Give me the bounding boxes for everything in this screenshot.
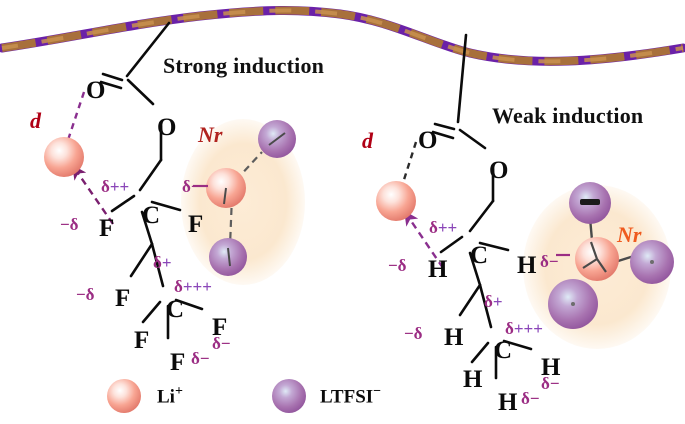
legend-item-li: Li+ [157, 384, 183, 408]
charge-label: δ+ [153, 253, 172, 272]
charge-label: δ+++ [174, 277, 212, 296]
legend-ltfsi-charge: − [373, 384, 382, 399]
charge-label: δ− [182, 177, 201, 196]
legend-ltfsi-label: LTFSI [320, 386, 374, 408]
left-nr-label: Nr [198, 122, 223, 147]
heading-weak-induction: Weak induction [492, 103, 644, 128]
charge-label: −δ [76, 285, 95, 304]
atom-label: O [86, 77, 106, 104]
legend-item-ltfsi: LTFSI− [320, 384, 382, 408]
atom-label: H [498, 389, 518, 416]
atom-label: O [418, 127, 438, 154]
atom-label: H [541, 354, 561, 381]
atom-label: C [494, 337, 513, 364]
right-ion-cluster [548, 182, 674, 329]
right-nr-label: Nr [617, 222, 642, 247]
atom-label: O [157, 114, 177, 141]
charge-label: δ− [521, 389, 540, 408]
charge-label: δ− [212, 334, 231, 353]
legend-ltfsi-sphere [272, 379, 306, 413]
right-molecule-bonds [431, 33, 533, 380]
left-d-label: d [30, 108, 41, 133]
atom-label: F [170, 349, 186, 376]
right-d-label: d [362, 128, 373, 153]
legend-li-sphere [107, 379, 141, 413]
left-ion-cluster [193, 120, 296, 276]
legend-li-label: Li [157, 386, 175, 408]
atom-label: O [489, 157, 509, 184]
minus-sign [580, 199, 600, 205]
left-hydrogen-bond-dashes [66, 91, 86, 141]
right-hydrogen-bond-dashes [400, 141, 418, 187]
heading-strong-induction: Strong induction [163, 53, 325, 78]
charge-label: δ++ [101, 177, 130, 196]
atom-label: C [142, 202, 161, 229]
li-sphere [44, 137, 84, 177]
atom-label: C [470, 242, 489, 269]
left-molecule-bonds [99, 21, 204, 340]
atom-label: H [517, 252, 537, 279]
atom-label: F [134, 327, 150, 354]
atom-label: H [463, 366, 483, 393]
atom-label: F [115, 285, 131, 312]
atom-label: F [188, 211, 204, 238]
left-solvation-halo [181, 119, 305, 285]
charge-label: −δ [388, 256, 407, 275]
polymer-backbone [0, 5, 685, 66]
charge-label: δ+++ [505, 319, 543, 338]
atom-label: C [166, 296, 185, 323]
charge-label: δ− [540, 252, 559, 271]
atom-label: F [99, 215, 115, 242]
atom-label: F [212, 314, 228, 341]
legend-li-charge: + [174, 384, 183, 399]
charge-label: δ− [191, 349, 210, 368]
charge-label: −δ [60, 215, 79, 234]
li-sphere [376, 181, 416, 221]
atom-label: H [428, 256, 448, 283]
charge-label: δ+ [484, 292, 503, 311]
atom-label: H [444, 324, 464, 351]
charge-label: δ− [541, 374, 560, 393]
charge-label: −δ [404, 324, 423, 343]
charge-label: δ++ [429, 218, 458, 237]
